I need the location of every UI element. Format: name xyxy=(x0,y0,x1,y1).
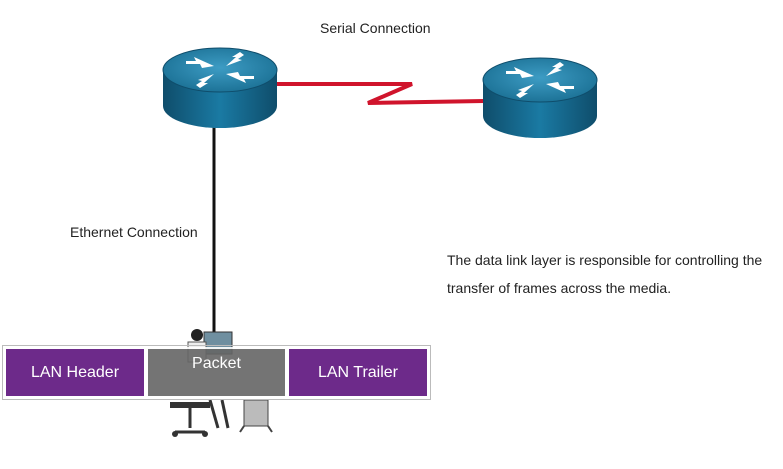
serial-link xyxy=(272,82,485,105)
lan-trailer-label: LAN Trailer xyxy=(317,363,399,381)
description-text: The data link layer is responsible for c… xyxy=(447,252,763,296)
lan-header-segment: LAN Header xyxy=(4,347,146,398)
packet-segment: Packet xyxy=(146,347,287,398)
router-icon xyxy=(162,47,278,128)
serial-connection-label: Serial Connection xyxy=(320,20,431,36)
frame-outline xyxy=(2,345,431,400)
router-icon xyxy=(482,57,598,138)
lan-trailer-segment: LAN Trailer xyxy=(287,347,429,398)
ethernet-connection-label: Ethernet Connection xyxy=(70,224,198,240)
lan-header-label: LAN Header xyxy=(30,363,120,381)
packet-label: Packet xyxy=(192,355,241,372)
